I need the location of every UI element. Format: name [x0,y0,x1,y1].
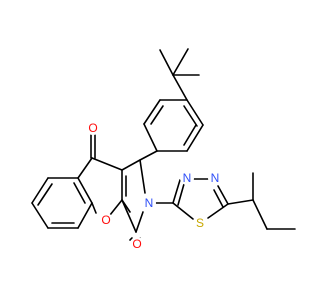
bond [183,105,198,127]
bond [172,74,188,101]
bond-lines [31,48,296,241]
bond [213,189,224,208]
bond [186,99,204,126]
bond [172,48,189,76]
bond [252,199,268,230]
bond [121,159,141,171]
bond [217,185,229,205]
bond [139,159,146,194]
oxygen-atom-label: O [132,237,141,251]
nitrogen-atom-label: N [183,171,192,185]
bond [31,202,49,229]
bond [73,182,86,204]
bond [77,157,93,179]
bond [186,124,204,152]
bond [31,177,49,204]
bond [139,150,158,161]
bond [227,199,254,205]
bond [172,202,194,220]
bond [91,157,123,171]
bond [207,203,229,219]
oxygen-atom-label: O [101,213,110,227]
bond [77,202,93,229]
nitrogen-atom-label: N [211,171,220,185]
molecule-structure-diagram: O O O N N N S [31,48,296,251]
bond [177,183,185,206]
atom-labels: O O O N N N S [86,121,222,251]
oxygen-atom-label: O [88,121,97,135]
sulfur-atom-label: S [196,216,204,230]
bond [37,183,53,206]
bond [109,199,123,216]
bond [143,99,161,125]
bond [172,179,181,204]
nitrogen-atom-label: N [145,196,154,210]
bond [159,49,174,76]
bond [77,177,93,204]
bond [91,202,97,214]
bond [121,199,137,233]
bond [183,124,197,146]
bond [143,123,158,152]
bond [129,237,133,241]
bond [135,211,144,233]
bond [150,105,164,125]
